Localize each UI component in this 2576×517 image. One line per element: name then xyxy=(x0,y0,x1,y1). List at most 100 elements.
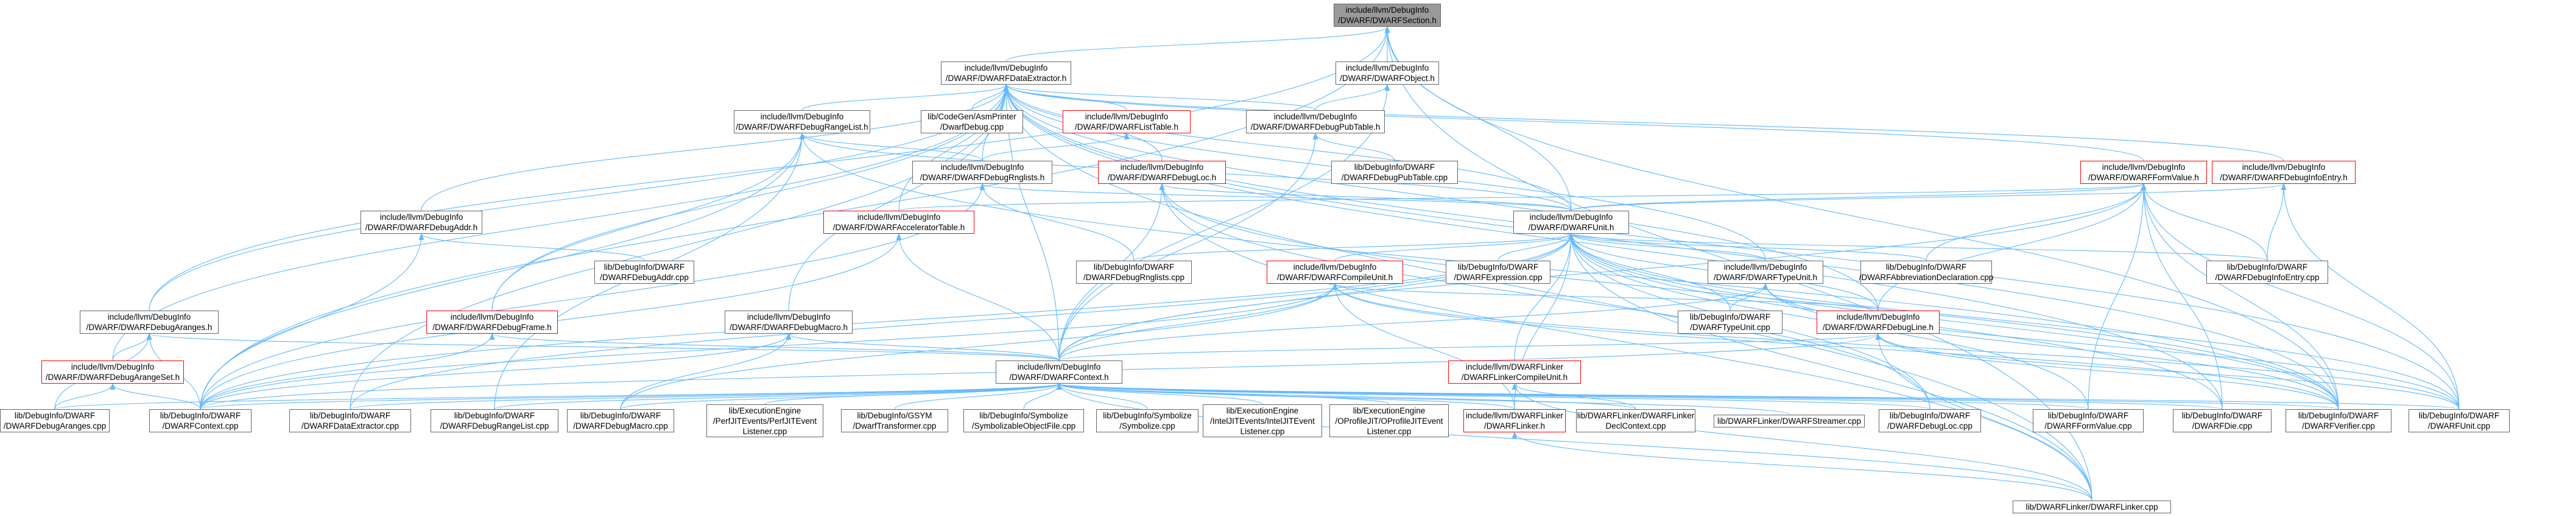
node-unit-h[interactable]: include/llvm/DebugInfo/DWARF/DWARFUnit.h xyxy=(1513,211,1629,234)
edge-loc-cpp-to-context-h xyxy=(1057,382,1930,410)
edge-line-h-to-compileunit xyxy=(1332,283,1879,311)
edge-addr-h-to-dataext xyxy=(421,83,1009,211)
node-dataext[interactable]: include/llvm/DebugInfo/DWARF/DWARFDataEx… xyxy=(941,62,1071,85)
node-acceltable[interactable]: include/llvm/DebugInfo/DWARF/DWARFAccele… xyxy=(823,211,974,234)
node-label-line: lib/DebugInfo/DWARF xyxy=(160,411,241,420)
node-label-line: /DWARF/DWARFDebugArangeSet.h xyxy=(45,373,180,382)
node-addr-h[interactable]: include/llvm/DebugInfo/DWARF/DWARFDebugA… xyxy=(361,211,482,234)
node-label-line: lib/DebugInfo/DWARF xyxy=(2298,411,2379,420)
node-label-line: include/llvm/DebugInfo xyxy=(450,312,534,322)
edge-unit-h-to-infoentry xyxy=(1571,183,2286,211)
node-die-cpp[interactable]: lib/DebugInfo/DWARF/DWARFDie.cpp xyxy=(2173,409,2272,432)
edge-expression-to-unit-h xyxy=(1497,233,1574,261)
node-loc-h[interactable]: include/llvm/DebugInfo/DWARF/DWARFDebugL… xyxy=(1098,161,1226,184)
node-perfjit[interactable]: lib/ExecutionEngine/PerfJITEvents/PerfJI… xyxy=(706,404,823,437)
node-oprofile[interactable]: lib/ExecutionEngine/OProfileJIT/OProfile… xyxy=(1329,404,1449,437)
node-label-line: DeclContext.cpp xyxy=(1605,421,1666,431)
node-aranges-h[interactable]: include/llvm/DebugInfo/DWARF/DWARFDebugA… xyxy=(80,311,219,334)
node-label-line: /SymbolizableObjectFile.cpp xyxy=(971,421,1076,431)
node-rnglists-cpp[interactable]: lib/DebugInfo/DWARF/DWARFDebugRnglists.c… xyxy=(1076,261,1192,284)
node-typeunit-cpp[interactable]: lib/DebugInfo/DWARF/DWARFTypeUnit.cpp xyxy=(1678,311,1782,334)
edge-aranges-cpp-to-arangeset-h xyxy=(54,382,116,410)
node-formvalue[interactable]: include/llvm/DebugInfo/DWARF/DWARFFormVa… xyxy=(2080,161,2207,184)
node-root: include/llvm/DebugInfo/DWARF/DWARFSectio… xyxy=(1334,4,1441,27)
node-expression[interactable]: lib/DebugInfo/DWARF/DWARFExpression.cpp xyxy=(1446,261,1550,284)
node-compileunit[interactable]: include/llvm/DebugInfo/DWARF/DWARFCompil… xyxy=(1267,261,1403,284)
node-label-line: /DWARFDebugRangeList.cpp xyxy=(440,421,549,431)
node-label-line: include/llvm/DWARFLinker xyxy=(1465,362,1564,371)
node-label-line: /PerfJITEvents/PerfJITEvent xyxy=(713,416,817,426)
node-label-line: lib/DebugInfo/DWARF xyxy=(1889,411,1971,420)
edge-acceltable-to-dataext xyxy=(898,83,1009,211)
node-label-line: /DwarfDebug.cpp xyxy=(940,122,1004,132)
edge-arangeset-h-to-dataext xyxy=(112,83,1009,361)
node-formvalue-cpp[interactable]: lib/DebugInfo/DWARF/DWARFFormValue.cpp xyxy=(2033,409,2144,432)
edge-verifier-cpp-to-dataext xyxy=(1003,83,2339,410)
node-label-line: lib/ExecutionEngine xyxy=(728,406,801,415)
edge-dataext-to-root xyxy=(1005,26,1390,62)
edge-line-h-to-formvalue xyxy=(1877,183,2147,311)
node-arangeset-h[interactable]: include/llvm/DebugInfo/DWARF/DWARFDebugA… xyxy=(41,360,184,384)
edge-verifier-cpp-to-formvalue xyxy=(2141,183,2339,410)
node-label-line: /DWARF/DWARFFormValue.h xyxy=(2088,173,2199,182)
node-label-line: include/llvm/DebugInfo xyxy=(1529,213,1613,222)
node-loc-cpp[interactable]: lib/DebugInfo/DWARF/DWARFDebugLoc.cpp xyxy=(1879,409,1981,432)
node-unit-cpp[interactable]: lib/DebugInfo/DWARF/DWARFUnit.cpp xyxy=(2409,409,2510,432)
node-line-h[interactable]: include/llvm/DebugInfo/DWARF/DWARFDebugL… xyxy=(1817,311,1940,334)
node-pubtable-cpp[interactable]: lib/DebugInfo/DWARF/DWARFDebugPubTable.c… xyxy=(1331,161,1458,184)
node-label-line: /DWARFUnit.cpp xyxy=(2427,421,2491,431)
node-linkercu[interactable]: include/llvm/DWARFLinker/DWARFLinkerComp… xyxy=(1448,360,1581,384)
node-label-line: /DWARF/DWARFDebugLoc.h xyxy=(1107,173,1217,182)
edge-unit-cpp-to-line-h xyxy=(1875,332,2460,410)
node-streamer[interactable]: lib/DWARFLinker/DWARFStreamer.cpp xyxy=(1714,415,1865,427)
node-dataext-cpp[interactable]: lib/DebugInfo/DWARF/DWARFDataExtractor.c… xyxy=(289,409,411,432)
node-label-line: /DWARFContext.cpp xyxy=(162,421,239,431)
edge-context-cpp-to-rangelist xyxy=(200,132,805,410)
node-listtable[interactable]: include/llvm/DebugInfo/DWARF/DWARFListTa… xyxy=(1063,110,1191,133)
node-object[interactable]: include/llvm/DebugInfo/DWARF/DWARFObject… xyxy=(1336,62,1439,85)
node-label-line: lib/ExecutionEngine xyxy=(1226,406,1299,415)
node-label-line: /DWARFAbbreviationDeclaration.cpp xyxy=(1859,273,1994,282)
node-label-line: lib/DebugInfo/DWARF xyxy=(2181,411,2263,420)
node-inteljit[interactable]: lib/ExecutionEngine/IntelJITEvents/Intel… xyxy=(1203,404,1322,437)
edge-abbrevdecl-to-unit-h xyxy=(1568,233,1927,261)
edge-typeunit-h-to-unit-h xyxy=(1568,233,1766,261)
node-label-line: /DWARF/DWARFDebugInfoEntry.h xyxy=(2220,173,2348,182)
node-aranges-cpp[interactable]: lib/DebugInfo/DWARF/DWARFDebugAranges.cp… xyxy=(0,409,110,432)
node-symobj[interactable]: lib/DebugInfo/Symbolize/SymbolizableObje… xyxy=(963,409,1084,432)
node-infoentry-cpp[interactable]: lib/DebugInfo/DWARF/DWARFDebugInfoEntry.… xyxy=(2206,261,2328,284)
node-frame-h[interactable]: include/llvm/DebugInfo/DWARF/DWARFDebugF… xyxy=(426,311,558,334)
edge-unit-h-to-formvalue xyxy=(1571,183,2146,211)
node-asmdwarf[interactable]: lib/CodeGen/AsmPrinter/DwarfDebug.cpp xyxy=(921,110,1023,133)
edge-infoentry-cpp-to-infoentry xyxy=(2267,183,2287,261)
node-verifier-cpp[interactable]: lib/DebugInfo/DWARF/DWARFVerifier.cpp xyxy=(2286,409,2391,432)
node-label-line: /DWARF/DWARFCompileUnit.h xyxy=(1276,273,1393,282)
edge-verifier-cpp-to-line-h xyxy=(1875,332,2339,410)
node-linker-h[interactable]: include/llvm/DWARFLinker/DWARFLinker.h xyxy=(1463,409,1566,432)
node-rangelist[interactable]: include/llvm/DebugInfo/DWARF/DWARFDebugR… xyxy=(734,110,870,133)
node-macro-cpp[interactable]: lib/DebugInfo/DWARF/DWARFDebugMacro.cpp xyxy=(567,409,674,432)
node-addr-cpp[interactable]: lib/DebugInfo/DWARF/DWARFDebugAddr.cpp xyxy=(594,261,694,284)
node-gsym[interactable]: lib/DebugInfo/GSYM/DwarfTransformer.cpp xyxy=(841,409,948,432)
node-symbolize[interactable]: lib/DebugInfo/Symbolize/Symbolize.cpp xyxy=(1096,409,1198,432)
edge-inteljit-to-context-h xyxy=(1056,382,1263,405)
node-typeunit-h[interactable]: include/llvm/DebugInfo/DWARF/DWARFTypeUn… xyxy=(1708,261,1823,284)
node-label-line: include/llvm/DebugInfo xyxy=(857,213,941,222)
node-label-line: /DWARF/DWARFTypeUnit.h xyxy=(1713,273,1817,282)
node-context-cpp[interactable]: lib/DebugInfo/DWARF/DWARFContext.cpp xyxy=(149,409,252,432)
node-rangelist-cpp[interactable]: lib/DebugInfo/DWARF/DWARFDebugRangeList.… xyxy=(431,409,558,432)
edge-unit-h-to-dataext xyxy=(1003,83,1572,211)
node-macro-h[interactable]: include/llvm/DebugInfo/DWARF/DWARFDebugM… xyxy=(725,311,853,334)
node-linker-cpp[interactable]: lib/DWARFLinker/DWARFLinker.cpp xyxy=(2013,501,2171,513)
node-rnglists[interactable]: include/llvm/DebugInfo/DWARF/DWARFDebugR… xyxy=(912,161,1052,184)
node-label-line: /DWARF/DWARFDebugPubTable.h xyxy=(1250,122,1381,132)
edge-acceltable-to-formvalue xyxy=(898,183,2146,211)
node-abbrevdecl[interactable]: lib/DebugInfo/DWARF/DWARFAbbreviationDec… xyxy=(1859,261,1994,284)
edge-rnglists-to-rangelist xyxy=(799,132,983,161)
node-pubtable-h[interactable]: include/llvm/DebugInfo/DWARF/DWARFDebugP… xyxy=(1246,110,1385,133)
node-label-line: /DWARF/DWARFDebugRangeList.h xyxy=(736,122,868,132)
node-context-h[interactable]: include/llvm/DebugInfo/DWARF/DWARFContex… xyxy=(996,360,1122,384)
edge-context-h-to-frame-h xyxy=(490,332,1060,361)
node-infoentry[interactable]: include/llvm/DebugInfo/DWARF/DWARFDebugI… xyxy=(2212,161,2356,184)
